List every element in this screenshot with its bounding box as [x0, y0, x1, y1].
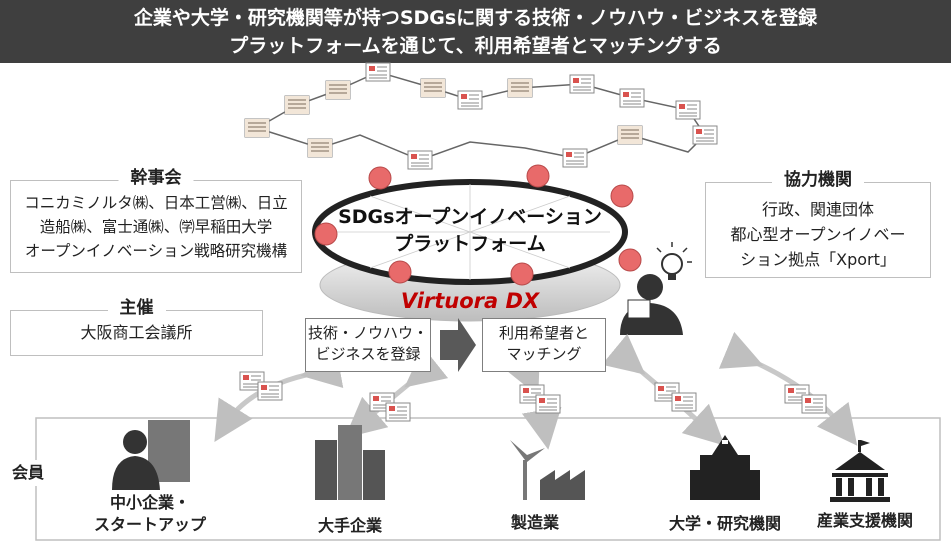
- member-manufacturing: 製造業: [510, 513, 559, 532]
- kyoryoku-box: 協力機関 行政、関連団体 都心型オープンイノベー ション拠点「Xport」: [705, 168, 931, 278]
- factory-windmill-icon: [510, 440, 585, 500]
- kanjikai-title: 幹事会: [118, 166, 194, 190]
- matching-line-2: マッチング: [506, 345, 582, 363]
- document-icon: [801, 394, 827, 414]
- document-icon: [307, 138, 333, 158]
- businessman-building-icon: [112, 420, 190, 490]
- document-icon: [507, 78, 533, 98]
- kyoryoku-line-2: 都心型オープンイノベー: [730, 225, 906, 244]
- member-university-research: 大学・研究機関: [668, 514, 781, 533]
- document-icon: [671, 392, 697, 412]
- members-label: 会員: [12, 460, 45, 486]
- member-large-company: 大手企業: [317, 516, 382, 535]
- kanjikai-line-3: オープンイノベーション戦略研究機構: [24, 242, 288, 260]
- document-icon: [257, 381, 283, 401]
- shusai-body: 大阪商工会議所: [80, 323, 193, 342]
- header-line-2: プラットフォームを通じて、利用希望者とマッチングする: [229, 35, 722, 57]
- shusai-title: 主催: [107, 296, 166, 320]
- institution-icon: [830, 440, 890, 502]
- document-icon: [569, 74, 595, 94]
- thinking-person-icon: [620, 242, 692, 335]
- document-icon: [692, 125, 718, 145]
- platform-title-line-2: プラットフォーム: [394, 232, 545, 255]
- virtuora-dx-brand: Virtuora DX: [401, 289, 541, 313]
- platform-nodes: [314, 164, 642, 286]
- office-buildings-icon: [315, 425, 385, 500]
- kanjikai-box: 幹事会 コニカミノルタ㈱、日本工営㈱、日立 造船㈱、富士通㈱、㈻早稲田大学 オー…: [10, 166, 302, 273]
- kyoryoku-title: 協力機関: [772, 168, 864, 193]
- document-icon: [385, 402, 411, 422]
- document-icon: [420, 78, 446, 98]
- shusai-box: 主催 大阪商工会議所: [10, 296, 263, 356]
- document-icon: [675, 100, 701, 120]
- kyoryoku-line-3: ション拠点「Xport」: [740, 250, 896, 269]
- matching-line-1: 利用希望者と: [498, 324, 589, 342]
- member-sme-startup: 中小企業・ スタートアップ: [90, 492, 210, 536]
- document-icon: [617, 125, 643, 145]
- member-industry-support: 産業支援機関: [816, 511, 913, 530]
- document-icon: [457, 90, 483, 110]
- register-box: 技術・ノウハウ・ ビジネスを登録: [305, 318, 431, 372]
- platform-graphic: [312, 164, 642, 322]
- document-icon: [244, 118, 270, 138]
- university-icon: [690, 435, 760, 500]
- matching-box: 利用希望者と マッチング: [482, 318, 606, 372]
- document-icon: [407, 150, 433, 170]
- header-banner: 企業や大学・研究機関等が持つSDGsに関する技術・ノウハウ・ビジネスを登録 プラ…: [0, 0, 951, 63]
- platform-title-line-1: SDGsオープンイノベーション: [338, 205, 602, 228]
- document-icon: [562, 148, 588, 168]
- register-line-2: ビジネスを登録: [315, 345, 421, 363]
- document-icon: [535, 394, 561, 414]
- document-icon: [365, 62, 391, 82]
- document-network: [244, 62, 718, 170]
- register-line-1: 技術・ノウハウ・: [307, 324, 428, 342]
- header-line-1: 企業や大学・研究機関等が持つSDGsに関する技術・ノウハウ・ビジネスを登録: [133, 7, 818, 29]
- member-label-line-1: 中小企業・: [109, 493, 190, 512]
- flow-arrow-icon: [440, 318, 476, 372]
- document-icon: [325, 80, 351, 100]
- member-label-line-2: スタートアップ: [93, 515, 206, 534]
- kanjikai-line-1: コニカミノルタ㈱、日本工営㈱、日立: [24, 194, 288, 212]
- kyoryoku-line-1: 行政、関連団体: [761, 200, 874, 219]
- document-icon: [284, 95, 310, 115]
- kanjikai-line-2: 造船㈱、富士通㈱、㈻早稲田大学: [39, 218, 273, 236]
- document-icon: [619, 88, 645, 108]
